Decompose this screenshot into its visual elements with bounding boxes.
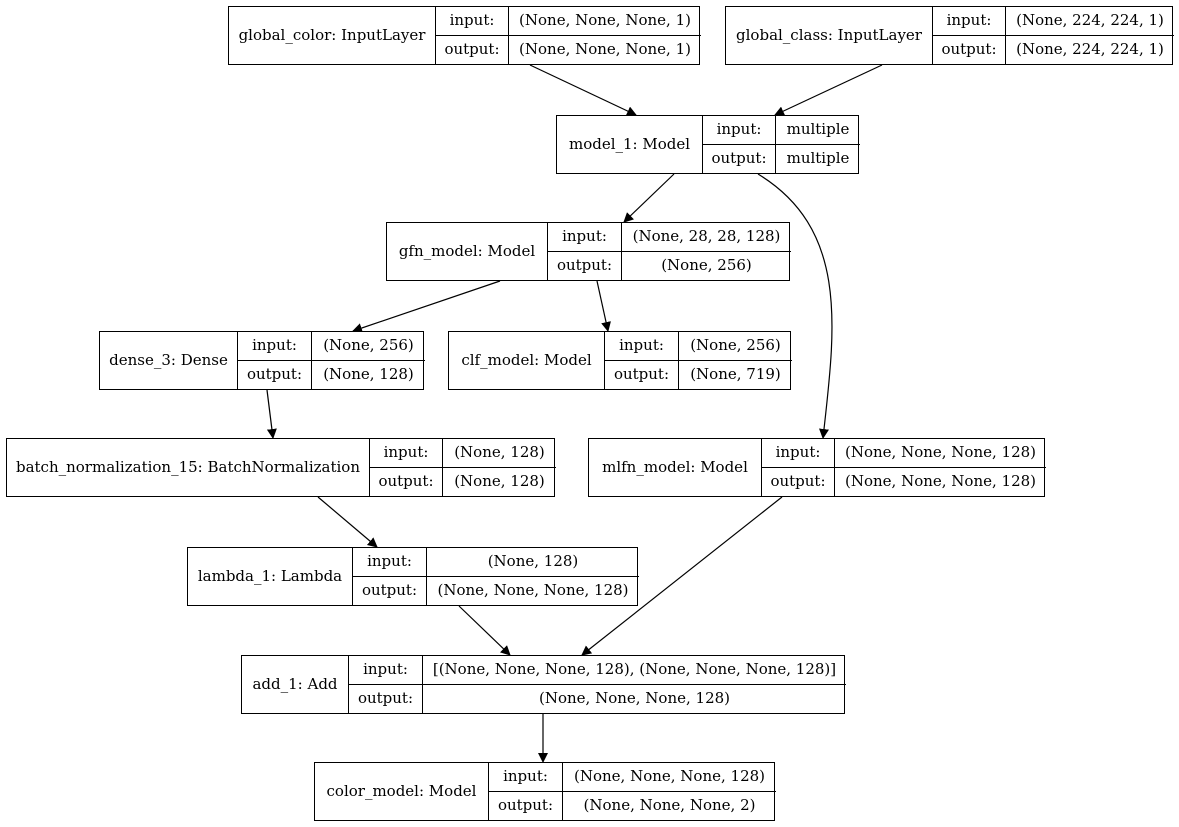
layer-name: clf_model: Model <box>449 332 605 389</box>
input-label: input: <box>605 332 679 361</box>
edge-gfn-model-to-clf-model <box>596 280 611 332</box>
edge-gfn-model-to-dense-3 <box>352 280 501 333</box>
output-label: output: <box>762 467 835 496</box>
input-label: input: <box>762 439 835 468</box>
layer-name: gfn_model: Model <box>387 223 548 280</box>
input-shape: (None, 28, 28, 128) <box>622 223 791 252</box>
output-shape: (None, None, None, 128) <box>538 689 731 708</box>
layer-node-batch-normalization-15: batch_normalization_15: BatchNormalizati… <box>6 438 556 497</box>
output-label: output: <box>933 35 1006 64</box>
output-label: output: <box>353 576 427 605</box>
output-shape: (None, 224, 224, 1) <box>1016 40 1164 59</box>
input-shape: multiple <box>776 116 860 145</box>
edge-global-class-to-model-1 <box>774 64 883 116</box>
input-label: input: <box>353 548 427 577</box>
input-label: input: <box>703 116 776 145</box>
layer-name: batch_normalization_15: BatchNormalizati… <box>7 439 370 496</box>
edge-model-1-to-mlfn-model <box>757 173 833 439</box>
output-shape: (None, None, None, 1) <box>519 40 691 59</box>
output-label: output: <box>489 791 563 820</box>
layer-name: mlfn_model: Model <box>589 439 762 496</box>
output-label: output: <box>238 360 312 389</box>
edge-dense-3-to-batch-normalization-15 <box>266 389 277 439</box>
output-label: output: <box>370 467 443 496</box>
layer-name: add_1: Add <box>242 656 349 713</box>
edge-lambda-1-to-add-1 <box>458 605 511 656</box>
input-shape: (None, None, None, 128) <box>835 439 1046 468</box>
input-shape: (None, None, None, 128) <box>563 763 776 792</box>
layer-name: dense_3: Dense <box>100 332 238 389</box>
input-shape: (None, 128) <box>427 548 639 577</box>
input-shape: (None, 128) <box>443 439 556 468</box>
input-label: input: <box>548 223 622 252</box>
input-label: input: <box>489 763 563 792</box>
input-shape: (None, 256) <box>679 332 792 361</box>
output-shape: (None, 128) <box>323 365 414 384</box>
input-shape: [(None, None, None, 128), (None, None, N… <box>423 656 846 685</box>
edge-model-1-to-gfn-model <box>623 173 675 223</box>
input-label: input: <box>349 656 423 685</box>
input-label: input: <box>933 7 1006 36</box>
layer-name: color_model: Model <box>315 763 489 820</box>
input-label: input: <box>370 439 443 468</box>
output-label: output: <box>548 251 622 280</box>
input-shape: (None, None, None, 1) <box>509 7 701 36</box>
output-shape: (None, None, None, 2) <box>583 796 756 815</box>
output-label: output: <box>605 360 679 389</box>
output-label: output: <box>703 144 776 173</box>
layer-name: global_color: InputLayer <box>229 7 436 64</box>
output-shape: (None, None, None, 128) <box>437 581 629 600</box>
layer-name: model_1: Model <box>557 116 703 173</box>
output-label: output: <box>349 684 423 713</box>
output-label: output: <box>436 35 509 64</box>
edge-global-color-to-model-1 <box>529 64 637 116</box>
output-shape: (None, 256) <box>661 256 752 275</box>
output-shape: (None, 128) <box>454 472 545 491</box>
input-label: input: <box>436 7 509 36</box>
input-label: input: <box>238 332 312 361</box>
output-shape: (None, 719) <box>690 365 781 384</box>
edge-mlfn-model-to-add-1 <box>581 496 783 656</box>
input-shape: (None, 224, 224, 1) <box>1006 7 1174 36</box>
layer-name: global_class: InputLayer <box>726 7 933 64</box>
input-shape: (None, 256) <box>312 332 425 361</box>
output-shape: multiple <box>786 149 850 168</box>
edge-batch-normalization-15-to-lambda-1 <box>317 496 378 548</box>
layer-name: lambda_1: Lambda <box>188 548 353 605</box>
output-shape: (None, None, None, 128) <box>844 472 1037 491</box>
